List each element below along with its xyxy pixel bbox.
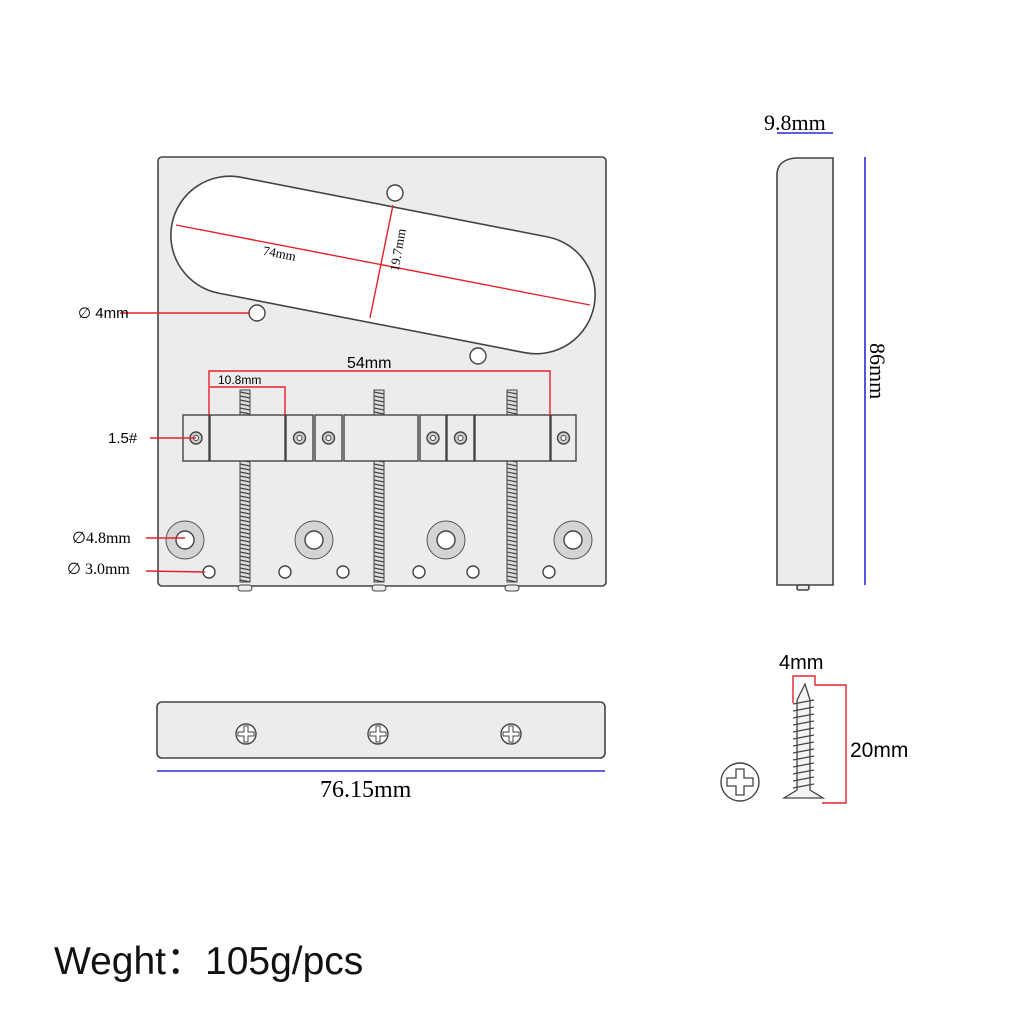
saddle-block [474,414,551,462]
width-label: 76.15mm [320,777,412,803]
hole [469,347,487,365]
saddles [182,414,577,462]
weight-label: Weght：105g/pcs [54,940,364,983]
saddle-block [343,414,419,462]
saddle-width-label: 10.8mm [218,373,261,387]
screw-length-label: 20mm [850,739,908,762]
phillips-screw-icon [367,723,389,745]
mounting-screw: 4mm 20mm [720,652,908,804]
saddle-screw [285,414,314,462]
phillips-screw-icon [235,723,257,745]
saddle-block [209,414,286,462]
screw-body-icon [781,682,826,799]
hole-diameter-label: ∅ 4mm [78,305,129,322]
mount-hole-label: ∅4.8mm [72,530,131,547]
saddle-span-label: 54mm [347,355,391,372]
pickup-length-label: 74mm [262,243,297,264]
hole [248,304,266,322]
length-label: 86mm [865,343,890,399]
bridge-plate-top-view: 74mm 19.7mm 54mm 10.8mm ∅ 4mm 1.5# ∅4.8m… [67,156,607,592]
saddle-screw [550,414,577,462]
saddle-screw-label: 1.5# [108,430,138,447]
pickup-width-label: 19.7mm [387,227,409,272]
bridge-front-view: 76.15mm [156,701,606,803]
screw-diameter-label: 4mm [779,652,823,674]
thickness-label: 9.8mm [764,110,826,135]
mount-holes [165,520,593,560]
bridge-side-view: 9.8mm 86mm [764,110,890,591]
phillips-screw-icon [500,723,522,745]
small-holes [202,565,556,579]
hole [386,184,404,202]
saddle-screw [419,414,447,462]
phillips-head-icon [720,762,760,802]
saddle-screw [446,414,475,462]
small-hole-label: ∅ 3.0mm [67,561,130,578]
saddle-screw [314,414,343,462]
